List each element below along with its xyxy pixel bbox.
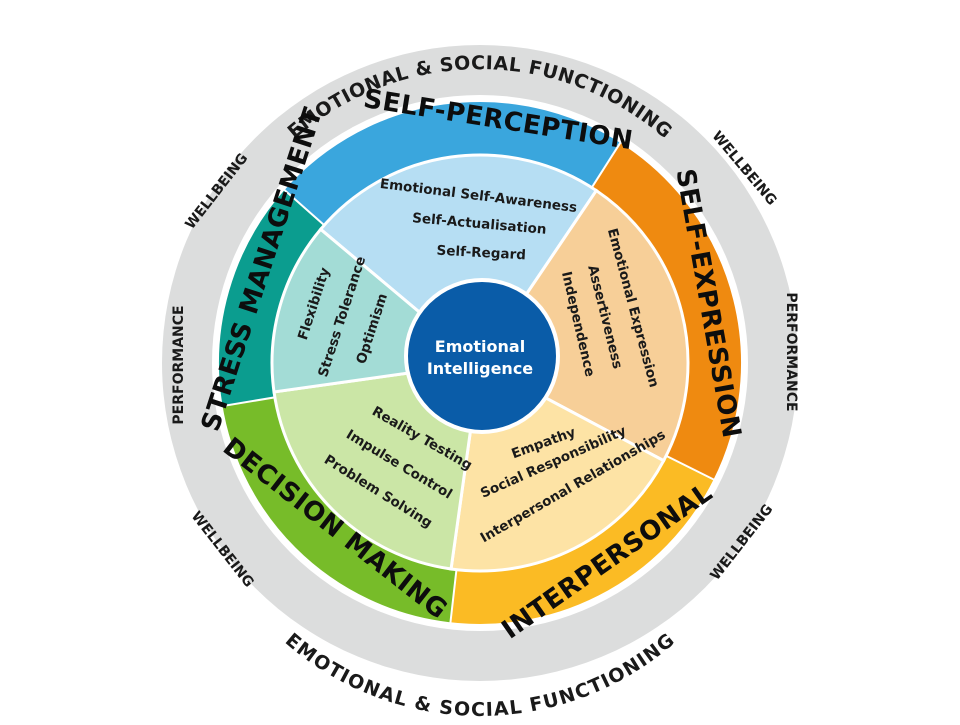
performance-right-label: PERFORMANCE bbox=[783, 292, 799, 411]
center-circle bbox=[404, 278, 560, 434]
center-label-line1: Emotional bbox=[435, 337, 525, 356]
item-self-regard: Self-Regard bbox=[436, 243, 526, 264]
center-label-line2: Intelligence bbox=[427, 359, 533, 378]
performance-left-label: PERFORMANCE bbox=[171, 305, 187, 424]
wedge-self-expression bbox=[477, 188, 690, 463]
wedge-self-perception bbox=[318, 153, 599, 366]
wedge-decision-making bbox=[272, 361, 482, 571]
